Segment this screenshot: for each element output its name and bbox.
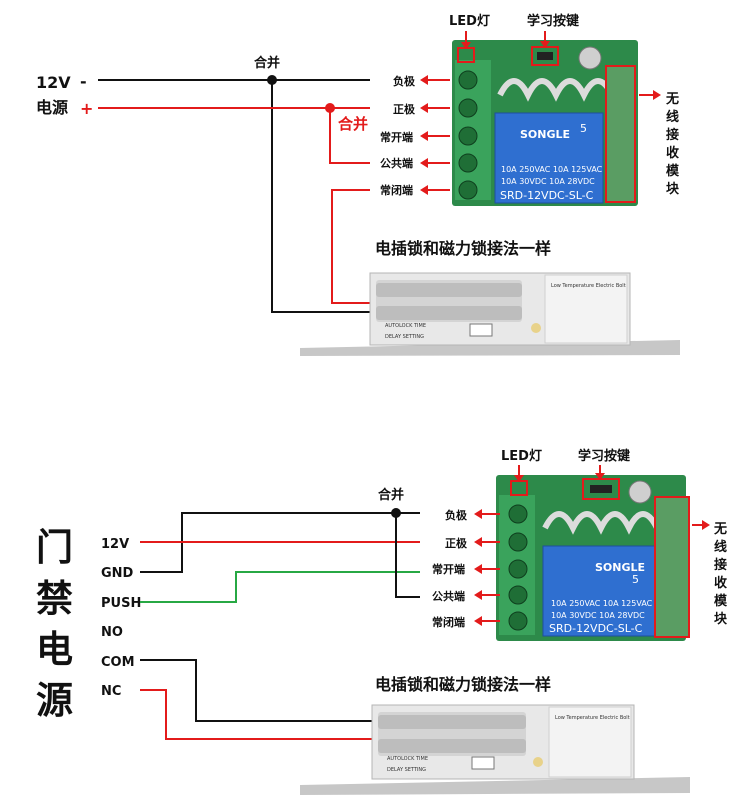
- bottom-wireless-module: [654, 496, 690, 638]
- top-wireless-module: [605, 65, 636, 203]
- svg-text:源: 源: [36, 679, 73, 722]
- top-wireless-label: 无 线 接 收 模 块: [665, 92, 680, 197]
- top-relay-spec2: 10A 30VDC 10A 28VDC: [501, 177, 595, 186]
- bottom-side-title: 门 禁 电 源: [36, 526, 73, 722]
- svg-text:模: 模: [666, 163, 680, 179]
- bottom-lock-note: 电插锁和磁力锁接法一样: [375, 675, 551, 694]
- svg-text:块: 块: [666, 181, 680, 197]
- svg-text:禁: 禁: [36, 577, 73, 620]
- top-merge-label: 合并: [254, 55, 280, 71]
- top-power-voltage: 12V: [36, 73, 71, 92]
- top-plus: +: [80, 99, 93, 118]
- svg-text:电: 电: [36, 628, 73, 671]
- top-merge-label-red: 合并: [337, 115, 368, 133]
- svg-text:GND: GND: [101, 566, 134, 581]
- svg-text:AUTOLOCK TIME: AUTOLOCK TIME: [387, 756, 428, 762]
- top-relay-board: SONGLE 5 10A 250VAC 10A 125VAC 10A 30VDC…: [452, 40, 638, 206]
- bottom-wireless-label: 无 线 接 收 模 块: [713, 522, 728, 627]
- svg-text:公共端: 公共端: [432, 589, 465, 603]
- svg-text:模: 模: [714, 593, 728, 609]
- bottom-led-label: LED灯: [501, 448, 542, 464]
- top-minus: -: [80, 72, 87, 91]
- svg-text:无: 无: [713, 522, 727, 537]
- svg-text:AUTOLOCK TIME: AUTOLOCK TIME: [385, 323, 426, 329]
- svg-text:Low Temperature Electric Bolt: Low Temperature Electric Bolt: [551, 283, 626, 289]
- svg-text:线: 线: [714, 539, 727, 555]
- svg-text:NC: NC: [101, 684, 121, 699]
- bottom-learn-label: 学习按键: [578, 448, 630, 464]
- svg-text:门: 门: [36, 526, 73, 569]
- bottom-relay-num: 5: [632, 573, 639, 586]
- bottom-terminal-labels: 负极 正极 常开端 公共端 常闭端: [432, 508, 468, 629]
- bottom-electric-lock: Low Temperature Electric Bolt AUTOLOCK T…: [300, 704, 690, 795]
- svg-text:常开端: 常开端: [380, 130, 413, 144]
- svg-text:Low Temperature Electric Bolt: Low Temperature Electric Bolt: [555, 715, 630, 721]
- svg-text:12V: 12V: [101, 537, 129, 552]
- top-relay-num: 5: [580, 122, 587, 135]
- bottom-relay-model: SRD-12VDC-SL-C: [549, 622, 643, 635]
- top-learn-label: 学习按键: [527, 13, 579, 29]
- svg-text:块: 块: [714, 611, 728, 627]
- top-relay-model: SRD-12VDC-SL-C: [500, 189, 594, 202]
- bottom-relay-spec2: 10A 30VDC 10A 28VDC: [551, 611, 645, 620]
- svg-text:常闭端: 常闭端: [432, 615, 465, 629]
- svg-text:正极: 正极: [445, 536, 468, 550]
- top-led-label: LED灯: [449, 13, 490, 29]
- bottom-relay-spec1: 10A 250VAC 10A 125VAC: [551, 599, 653, 608]
- svg-text:线: 线: [666, 109, 679, 125]
- svg-text:PUSH: PUSH: [101, 596, 141, 611]
- svg-text:收: 收: [666, 145, 680, 161]
- top-electric-lock: Low Temperature Electric Bolt AUTOLOCK T…: [300, 272, 680, 356]
- svg-text:正极: 正极: [393, 102, 416, 116]
- svg-text:无: 无: [665, 92, 679, 107]
- svg-text:负极: 负极: [393, 74, 416, 88]
- top-diagram: SONGLE 5 10A 250VAC 10A 125VAC 10A 30VDC…: [36, 13, 680, 356]
- bottom-psu-labels: 12V GND PUSH NO COM NC: [101, 537, 141, 699]
- svg-text:COM: COM: [101, 655, 135, 670]
- svg-text:公共端: 公共端: [380, 156, 413, 170]
- svg-text:DELAY SETTING: DELAY SETTING: [387, 767, 426, 773]
- bottom-relay-brand: SONGLE: [595, 561, 645, 574]
- svg-text:常闭端: 常闭端: [380, 183, 413, 197]
- svg-text:DELAY SETTING: DELAY SETTING: [385, 334, 424, 340]
- svg-text:负极: 负极: [445, 508, 468, 522]
- top-relay-spec1: 10A 250VAC 10A 125VAC: [501, 165, 603, 174]
- svg-text:收: 收: [714, 575, 728, 591]
- top-learn-button-icon: [537, 52, 553, 60]
- svg-text:NO: NO: [101, 625, 123, 640]
- top-power-name: 电源: [36, 98, 68, 117]
- top-relay-brand: SONGLE: [520, 128, 570, 141]
- svg-text:接: 接: [666, 127, 679, 143]
- bottom-relay-board: SONGLE 5 10A 250VAC 10A 125VAC 10A 30VDC…: [496, 475, 690, 641]
- svg-text:接: 接: [714, 557, 727, 573]
- bottom-diagram: SONGLE 5 10A 250VAC 10A 125VAC 10A 30VDC…: [36, 448, 728, 795]
- bottom-merge-label: 合并: [378, 487, 404, 503]
- top-lock-note: 电插锁和磁力锁接法一样: [375, 239, 551, 258]
- top-terminal-labels: 负极 正极 常开端 公共端 常闭端: [380, 74, 416, 197]
- bottom-learn-button-icon: [590, 485, 612, 493]
- svg-text:常开端: 常开端: [432, 562, 465, 576]
